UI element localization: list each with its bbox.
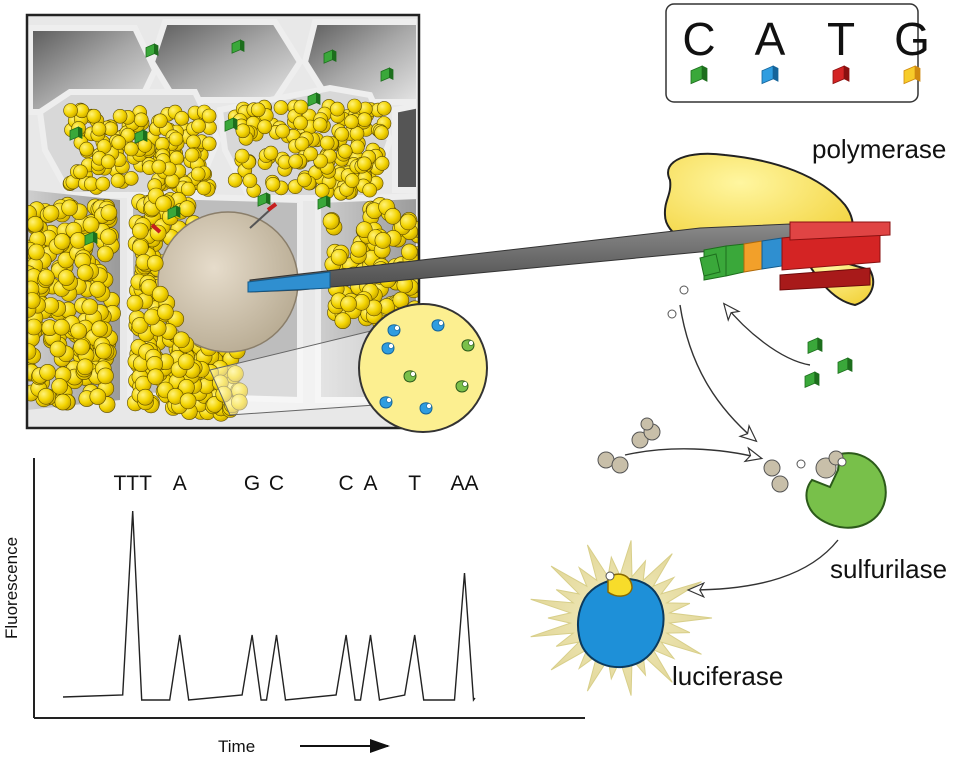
sulfurilase-enzyme [805, 450, 887, 529]
nucleotide-cube [167, 205, 181, 220]
pyrophosphate-molecules [597, 285, 806, 493]
sulfurilase-label: sulfurilase [830, 554, 947, 584]
nucleotide-cube [323, 49, 337, 64]
nucleotide-cube [257, 192, 271, 207]
peak-label-6: T [408, 472, 421, 495]
nucleotide-cube [84, 231, 98, 246]
peak-label-5: A [363, 472, 377, 495]
luciferase-molecule [431, 319, 445, 332]
nucleotide-cube [69, 126, 83, 141]
polymerase-complex [247, 152, 891, 307]
zoom-inset-circle [358, 303, 488, 433]
sulfurilase-molecule [455, 380, 469, 393]
legend-cube-C [690, 65, 708, 85]
free-nucleotides [804, 337, 853, 389]
x-axis-label: Time [218, 737, 255, 756]
luciferase-label: luciferase [672, 661, 783, 691]
luciferase-molecule [381, 342, 395, 355]
peak-label-2: G [244, 472, 260, 495]
nucleotide-cube [224, 117, 238, 132]
peak-label-1: A [173, 472, 187, 495]
peak-label-4: C [339, 472, 354, 495]
legend-letter-A: A [755, 13, 786, 65]
legend-cube-G [903, 65, 921, 85]
legend-letter-C: C [682, 13, 715, 65]
luciferase-enzyme [530, 540, 713, 696]
polymerase-label: polymerase [812, 134, 946, 164]
free-nucleotide-cube [804, 371, 820, 389]
luciferase-molecule [419, 402, 433, 415]
legend-letter-T: T [827, 13, 855, 65]
free-nucleotide-cube [837, 357, 853, 375]
nucleotide-cube [307, 92, 321, 107]
peak-label-7: AA [450, 472, 478, 495]
reaction-arrows [624, 302, 839, 599]
y-axis-label: Fluorescence [2, 537, 21, 639]
fluorescence-trace [62, 510, 476, 702]
peak-label-0: TTT [113, 472, 152, 495]
luciferase-molecule [379, 396, 393, 409]
sulfurilase-molecule [461, 339, 475, 352]
legend-cube-A [761, 65, 779, 85]
sulfurilase-molecule [403, 370, 417, 383]
legend-letter-G: G [894, 13, 930, 65]
nucleotide-cube [380, 67, 394, 82]
free-nucleotide-cube [807, 337, 823, 355]
legend-cube-T [832, 65, 850, 85]
nucleotide-cubes [69, 39, 394, 246]
luciferase-molecule [387, 324, 401, 337]
nucleotide-cube [145, 43, 159, 58]
peak-label-3: C [269, 472, 284, 495]
synthesized-strand [699, 221, 891, 291]
nucleotide-cube [134, 129, 148, 144]
nucleotide-cube [231, 39, 245, 54]
nucleotide-cube [317, 195, 331, 210]
